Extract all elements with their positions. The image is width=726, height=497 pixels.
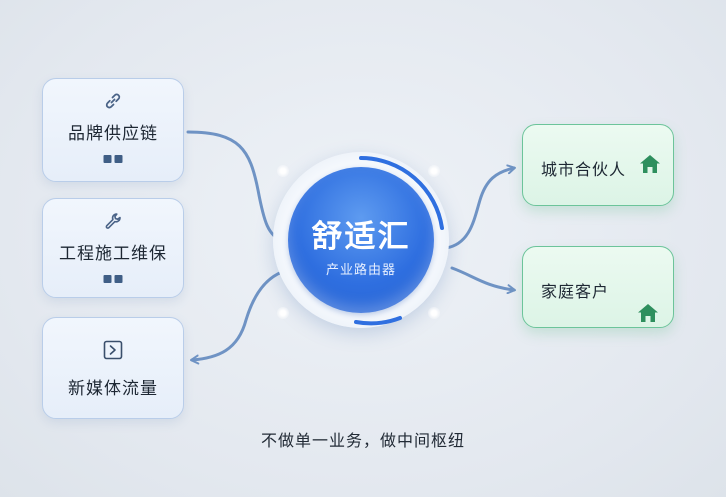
connector-supply-chain [186, 130, 286, 244]
node-family-customer: 家庭客户 [522, 246, 674, 328]
house-icon [639, 154, 661, 174]
node-engineering-maintenance: 工程施工维保 [42, 198, 184, 298]
glow-dot [428, 307, 440, 319]
node-city-partner: 城市合伙人 [522, 124, 674, 206]
node-label: 新媒体流量 [68, 379, 158, 399]
hub-title: 舒适汇 [311, 219, 411, 255]
connector-city-partner [444, 164, 516, 250]
glow-dot [277, 165, 289, 177]
link-icon [103, 91, 123, 111]
node-new-media: 新媒体流量 [42, 317, 184, 419]
hub-subtitle: 产业路由器 [325, 263, 396, 278]
wrench-icon [103, 211, 123, 231]
play-icon [103, 340, 123, 360]
glow-dot [277, 307, 289, 319]
node-label: 工程施工维保 [59, 244, 167, 264]
house-icon [637, 303, 659, 323]
node-label: 品牌供应链 [68, 124, 158, 144]
connector-new-media [190, 270, 284, 365]
node-indicator [103, 155, 123, 163]
hub-node: 舒适汇 产业路由器 [288, 167, 434, 313]
node-label: 城市合伙人 [541, 160, 627, 179]
connector-family-customer [450, 266, 516, 295]
footer-caption: 不做单一业务，做中间枢纽 [260, 431, 465, 450]
node-indicator [103, 275, 123, 283]
node-supply-chain: 品牌供应链 [42, 78, 184, 182]
node-label: 家庭客户 [541, 282, 610, 301]
glow-dot [428, 165, 440, 177]
